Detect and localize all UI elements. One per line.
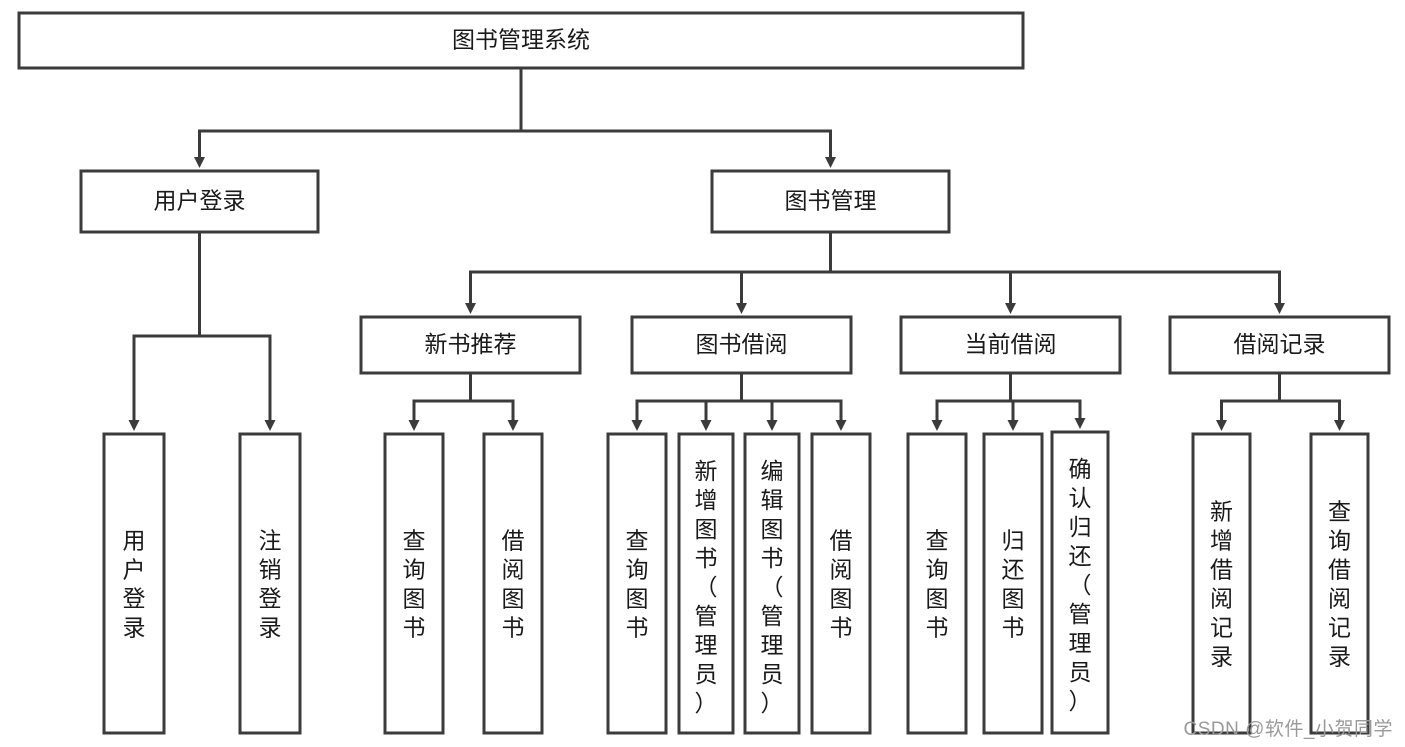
node-box-book-manage bbox=[710, 169, 951, 234]
node-label-leaf-confirm-return: 确认归还（管理员） bbox=[1069, 456, 1092, 714]
node-leaf-confirm-return[interactable]: 确认归还（管理员） bbox=[1050, 430, 1110, 735]
node-box-leaf-edit-book bbox=[743, 432, 801, 735]
node-box-root bbox=[17, 11, 1025, 70]
edge-layer bbox=[128, 66, 1345, 431]
node-label-leaf-borrow-book-bor: 借阅图书 bbox=[830, 528, 853, 641]
node-label-user-login: 用户登录 bbox=[154, 188, 246, 214]
node-leaf-query-book-cur[interactable]: 查询图书 bbox=[906, 432, 968, 735]
node-box-leaf-return-book bbox=[982, 432, 1044, 735]
node-box-borrow-record bbox=[1168, 315, 1391, 375]
node-leaf-edit-book[interactable]: 编辑图书（管理员） bbox=[743, 432, 801, 735]
node-box-current-borrow bbox=[899, 315, 1122, 375]
node-leaf-query-book-bor[interactable]: 查询图书 bbox=[606, 432, 668, 735]
node-box-leaf-logout bbox=[238, 432, 302, 735]
node-leaf-query-record[interactable]: 查询借阅记录 bbox=[1309, 432, 1370, 735]
node-new-book-recommend[interactable]: 新书推荐 bbox=[359, 315, 582, 375]
node-box-leaf-borrow-book-bor bbox=[810, 432, 872, 735]
node-label-borrow-record: 借阅记录 bbox=[1234, 331, 1326, 357]
node-label-leaf-add-book: 新增图书（管理员） bbox=[695, 458, 718, 716]
node-borrow-record[interactable]: 借阅记录 bbox=[1168, 315, 1391, 375]
node-label-leaf-query-record: 查询借阅记录 bbox=[1328, 499, 1351, 670]
node-box-leaf-add-record bbox=[1191, 432, 1252, 735]
node-leaf-borrow-book-rec[interactable]: 借阅图书 bbox=[482, 432, 544, 735]
node-leaf-add-book[interactable]: 新增图书（管理员） bbox=[677, 432, 735, 735]
node-label-leaf-add-record: 新增借阅记录 bbox=[1210, 499, 1233, 670]
node-label-new-book-recommend: 新书推荐 bbox=[425, 331, 517, 357]
node-user-login[interactable]: 用户登录 bbox=[79, 169, 320, 234]
node-label-leaf-edit-book: 编辑图书（管理员） bbox=[761, 458, 784, 716]
node-box-leaf-query-record bbox=[1309, 432, 1370, 735]
node-label-leaf-logout: 注销登录 bbox=[259, 528, 282, 641]
node-box-leaf-add-book bbox=[677, 432, 735, 735]
node-box-leaf-query-book-cur bbox=[906, 432, 968, 735]
node-label-leaf-query-book-bor: 查询图书 bbox=[626, 528, 649, 641]
node-leaf-add-record[interactable]: 新增借阅记录 bbox=[1191, 432, 1252, 735]
node-label-book-manage: 图书管理 bbox=[785, 188, 877, 214]
node-box-leaf-query-book-bor bbox=[606, 432, 668, 735]
node-box-new-book-recommend bbox=[359, 315, 582, 375]
node-box-book-borrow bbox=[630, 315, 853, 375]
node-label-current-borrow: 当前借阅 bbox=[965, 331, 1057, 357]
node-box-leaf-borrow-book-rec bbox=[482, 432, 544, 735]
node-box-leaf-user-login bbox=[102, 432, 166, 735]
node-layer: 图书管理系统用户登录图书管理新书推荐图书借阅当前借阅借阅记录用户登录注销登录查询… bbox=[17, 11, 1391, 735]
node-box-leaf-confirm-return bbox=[1050, 430, 1110, 735]
node-leaf-user-login[interactable]: 用户登录 bbox=[102, 432, 166, 735]
node-root[interactable]: 图书管理系统 bbox=[17, 11, 1025, 70]
node-leaf-borrow-book-bor[interactable]: 借阅图书 bbox=[810, 432, 872, 735]
node-book-manage[interactable]: 图书管理 bbox=[710, 169, 951, 234]
node-label-leaf-return-book: 归还图书 bbox=[1002, 528, 1025, 641]
node-label-root: 图书管理系统 bbox=[452, 27, 590, 53]
node-leaf-return-book[interactable]: 归还图书 bbox=[982, 432, 1044, 735]
node-leaf-query-book-rec[interactable]: 查询图书 bbox=[383, 432, 445, 735]
node-box-user-login bbox=[79, 169, 320, 234]
node-label-leaf-query-book-rec: 查询图书 bbox=[403, 528, 426, 641]
node-label-leaf-query-book-cur: 查询图书 bbox=[926, 528, 949, 641]
node-label-book-borrow: 图书借阅 bbox=[696, 331, 788, 357]
node-box-leaf-query-book-rec bbox=[383, 432, 445, 735]
node-label-leaf-borrow-book-rec: 借阅图书 bbox=[502, 528, 525, 641]
node-leaf-logout[interactable]: 注销登录 bbox=[238, 432, 302, 735]
node-book-borrow[interactable]: 图书借阅 bbox=[630, 315, 853, 375]
node-label-leaf-user-login: 用户登录 bbox=[123, 528, 146, 641]
node-current-borrow[interactable]: 当前借阅 bbox=[899, 315, 1122, 375]
